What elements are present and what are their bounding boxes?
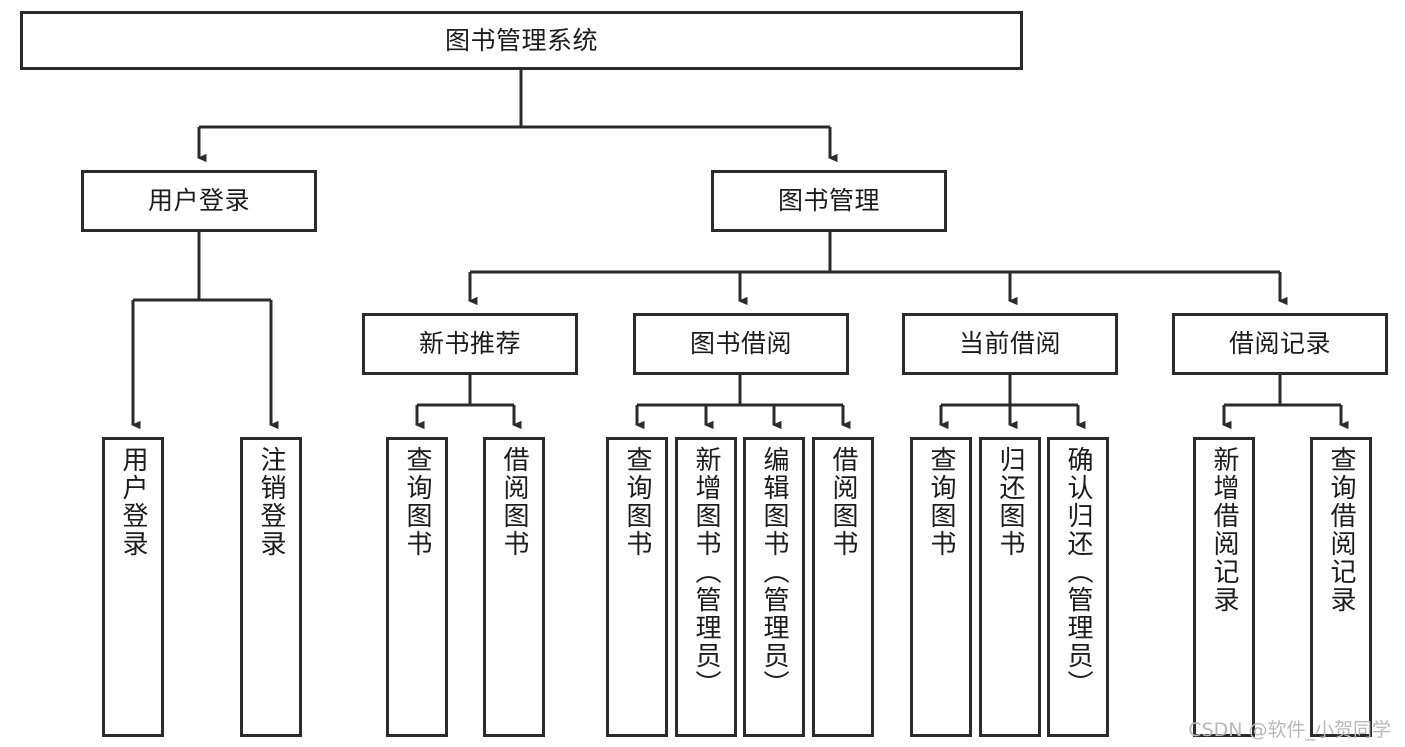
node-leaf-add-book[interactable]: 新增图书（管理员）: [675, 437, 737, 737]
node-label: 图书管理: [777, 186, 880, 216]
node-label: 查询图书: [402, 446, 432, 558]
node-label: 新增借阅记录: [1209, 446, 1239, 614]
node-leaf-borrow-book-2[interactable]: 借阅图书: [812, 437, 874, 737]
node-label: 图书借阅: [689, 329, 792, 359]
node-label: 当前借阅: [958, 329, 1061, 359]
node-leaf-add-record[interactable]: 新增借阅记录: [1193, 437, 1255, 737]
node-book-borrow[interactable]: 图书借阅: [633, 313, 849, 375]
node-label: 编辑图书（管理员）: [759, 446, 789, 698]
node-root-system[interactable]: 图书管理系统: [20, 11, 1023, 70]
node-label: 图书管理系统: [444, 25, 598, 55]
node-current-borrow[interactable]: 当前借阅: [902, 313, 1118, 375]
node-borrow-record[interactable]: 借阅记录: [1172, 313, 1388, 375]
node-label: 借阅图书: [499, 446, 529, 558]
csdn-watermark: CSDN @软件_小贺同学: [1188, 719, 1391, 741]
node-label: 新书推荐: [418, 329, 521, 359]
node-label: 查询图书: [926, 446, 956, 558]
node-label: 查询借阅记录: [1326, 446, 1356, 614]
node-label: 注销登录: [256, 446, 286, 558]
node-user-login[interactable]: 用户登录: [81, 170, 317, 232]
node-book-manage[interactable]: 图书管理: [711, 170, 947, 232]
node-label: 确认归还（管理员）: [1063, 446, 1093, 698]
node-leaf-user-logout[interactable]: 注销登录: [240, 437, 302, 737]
node-leaf-return-book[interactable]: 归还图书: [979, 437, 1041, 737]
node-label: 查询图书: [622, 446, 652, 558]
node-label: 用户登录: [147, 186, 250, 216]
node-label: 借阅记录: [1228, 329, 1331, 359]
node-leaf-query-book-2[interactable]: 查询图书: [606, 437, 668, 737]
node-leaf-edit-book[interactable]: 编辑图书（管理员）: [743, 437, 805, 737]
node-leaf-query-record[interactable]: 查询借阅记录: [1310, 437, 1372, 737]
node-leaf-query-book-1[interactable]: 查询图书: [386, 437, 448, 737]
node-label: 新增图书（管理员）: [691, 446, 721, 698]
node-label: 借阅图书: [828, 446, 858, 558]
node-label: 用户登录: [118, 446, 148, 558]
node-leaf-query-book-3[interactable]: 查询图书: [910, 437, 972, 737]
node-leaf-user-login[interactable]: 用户登录: [102, 437, 164, 737]
node-leaf-borrow-book-1[interactable]: 借阅图书: [483, 437, 545, 737]
node-leaf-confirm-return[interactable]: 确认归还（管理员）: [1047, 437, 1109, 737]
node-new-book-recommend[interactable]: 新书推荐: [362, 313, 578, 375]
node-label: 归还图书: [995, 446, 1025, 558]
